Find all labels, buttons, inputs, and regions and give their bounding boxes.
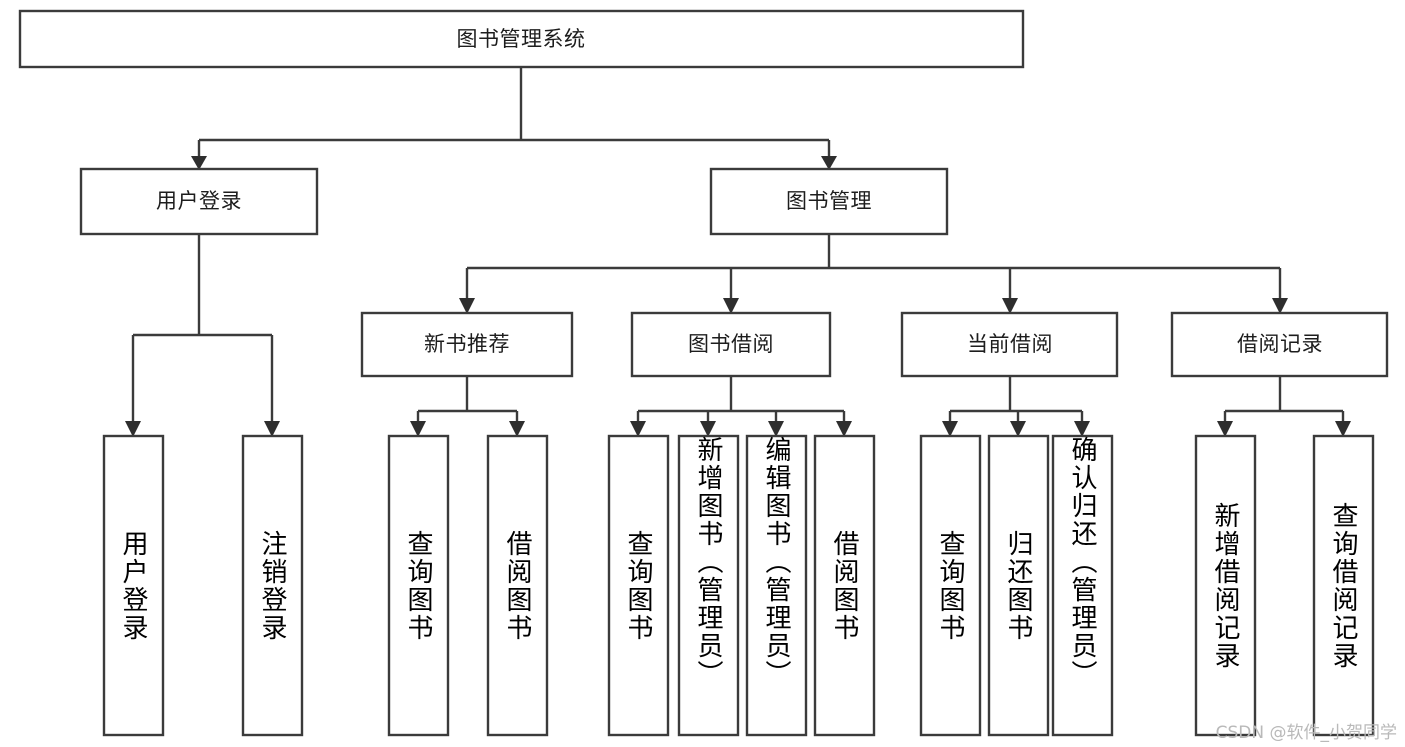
arrow-to-leaf-return-book bbox=[1010, 421, 1026, 437]
node-user-login-box[interactable] bbox=[79, 167, 319, 236]
arrow-to-leaf-query-book-3 bbox=[942, 421, 958, 437]
arrow-to-leaf-borrow-book-1 bbox=[509, 421, 525, 437]
leaf-user-logout-label: 注销登录 bbox=[257, 529, 287, 642]
leaf-confirm-return-box[interactable] bbox=[1051, 434, 1114, 737]
node-current-borrow-box[interactable] bbox=[900, 311, 1119, 378]
leaf-add-record-box[interactable] bbox=[1194, 434, 1257, 737]
node-book-management-label: 图书管理 bbox=[786, 189, 872, 213]
arrow-to-leaf-user-logout bbox=[264, 421, 280, 437]
leaf-query-book-1-box[interactable] bbox=[387, 434, 450, 737]
leaf-user-login-box[interactable] bbox=[102, 434, 165, 737]
leaf-query-record-label: 查询借阅记录 bbox=[1328, 501, 1358, 670]
node-user-login-label: 用户登录 bbox=[156, 189, 242, 213]
leaf-confirm-return-label: 确认归还（管理员） bbox=[1067, 436, 1097, 688]
leaf-borrow-book-1-box[interactable] bbox=[486, 434, 549, 737]
arrow-to-leaf-query-book-2 bbox=[630, 421, 646, 437]
node-new-book-recommend[interactable]: 新书推荐 bbox=[360, 311, 574, 378]
leaf-user-logout-box[interactable] bbox=[241, 434, 304, 737]
node-current-borrow[interactable]: 当前借阅 bbox=[900, 311, 1119, 378]
leaf-query-book-3-label: 查询图书 bbox=[935, 529, 965, 642]
leaf-borrow-book-2-label: 借阅图书 bbox=[829, 529, 859, 642]
arrow-to-book-borrow bbox=[723, 298, 739, 314]
arrow-to-leaf-add-book bbox=[700, 421, 716, 437]
leaf-query-book-2-label: 查询图书 bbox=[623, 529, 653, 642]
leaf-box-group bbox=[102, 434, 1375, 737]
node-user-login[interactable]: 用户登录 bbox=[79, 167, 319, 236]
arrow-to-new-book-recommend bbox=[459, 298, 475, 314]
leaf-borrow-book-1-label: 借阅图书 bbox=[502, 529, 532, 642]
leaf-query-book-3-box[interactable] bbox=[919, 434, 982, 737]
connector-group bbox=[125, 67, 1351, 437]
node-book-borrow[interactable]: 图书借阅 bbox=[630, 311, 832, 378]
leaf-return-book-box[interactable] bbox=[987, 434, 1050, 737]
node-borrow-record-label: 借阅记录 bbox=[1237, 332, 1323, 356]
leaf-return-book-label: 归还图书 bbox=[1003, 529, 1033, 642]
leaf-query-record-box[interactable] bbox=[1312, 434, 1375, 737]
leaf-edit-book-box[interactable] bbox=[745, 434, 808, 737]
node-book-borrow-label: 图书借阅 bbox=[688, 332, 774, 356]
arrow-to-leaf-query-record bbox=[1335, 421, 1351, 437]
node-root-box[interactable] bbox=[18, 9, 1025, 69]
node-root-label: 图书管理系统 bbox=[457, 27, 586, 51]
leaf-label-group: 用户登录 注销登录 查询图书 借阅图书 查询图书 bbox=[118, 436, 1358, 688]
arrow-to-user-login bbox=[191, 156, 207, 170]
node-book-borrow-box[interactable] bbox=[630, 311, 832, 378]
arrow-to-leaf-add-record bbox=[1217, 421, 1233, 437]
node-root[interactable]: 图书管理系统 bbox=[18, 9, 1025, 69]
leaf-borrow-book-2-box[interactable] bbox=[813, 434, 876, 737]
arrow-to-leaf-confirm-return bbox=[1074, 421, 1090, 437]
node-borrow-record-box[interactable] bbox=[1170, 311, 1389, 378]
node-borrow-record[interactable]: 借阅记录 bbox=[1170, 311, 1389, 378]
leaf-add-record-label: 新增借阅记录 bbox=[1210, 501, 1240, 670]
arrow-to-leaf-edit-book bbox=[768, 421, 784, 437]
leaf-edit-book-label: 编辑图书（管理员） bbox=[761, 436, 791, 688]
node-new-book-recommend-box[interactable] bbox=[360, 311, 574, 378]
node-book-management[interactable]: 图书管理 bbox=[709, 167, 949, 236]
node-current-borrow-label: 当前借阅 bbox=[967, 332, 1053, 356]
leaf-query-book-1-label: 查询图书 bbox=[403, 529, 433, 642]
node-book-management-box[interactable] bbox=[709, 167, 949, 236]
arrow-to-leaf-borrow-book-2 bbox=[836, 421, 852, 437]
leaf-add-book-box[interactable] bbox=[677, 434, 740, 737]
leaf-user-login-label: 用户登录 bbox=[118, 529, 148, 642]
leaf-add-book-label: 新增图书（管理员） bbox=[693, 436, 723, 688]
arrow-to-book-management bbox=[821, 156, 837, 170]
leaf-query-book-2-box[interactable] bbox=[607, 434, 670, 737]
node-new-book-recommend-label: 新书推荐 bbox=[424, 332, 510, 356]
arrow-to-leaf-user-login bbox=[125, 421, 141, 437]
arrow-to-leaf-query-book-1 bbox=[410, 421, 426, 437]
arrow-to-borrow-record bbox=[1272, 298, 1288, 314]
arrow-to-current-borrow bbox=[1002, 298, 1018, 314]
